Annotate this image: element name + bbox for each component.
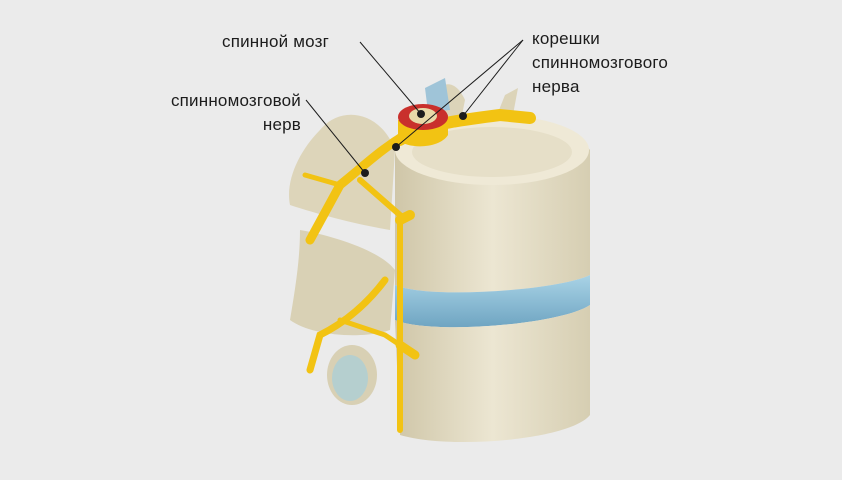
label-text: нерв bbox=[262, 115, 301, 134]
spinal-cord bbox=[398, 104, 448, 147]
label-text: спинномозгового bbox=[532, 53, 669, 72]
label-text: спинной мозг bbox=[222, 32, 329, 51]
label-spinal-nerve: спинномозговой нерв bbox=[136, 89, 301, 137]
label-text: нерва bbox=[532, 77, 580, 96]
vertebral-bodies bbox=[395, 115, 590, 443]
leader-lines bbox=[305, 39, 524, 174]
intervertebral-disc bbox=[395, 275, 590, 328]
label-text: спинномозговой bbox=[170, 91, 301, 110]
label-spinal-cord: спинной мозг bbox=[222, 30, 329, 54]
label-nerve-roots: корешки спинномозгового нерва bbox=[532, 27, 668, 99]
pointer-dots bbox=[361, 110, 467, 177]
vertebral-processes bbox=[289, 78, 518, 405]
label-text: корешки bbox=[532, 29, 600, 48]
